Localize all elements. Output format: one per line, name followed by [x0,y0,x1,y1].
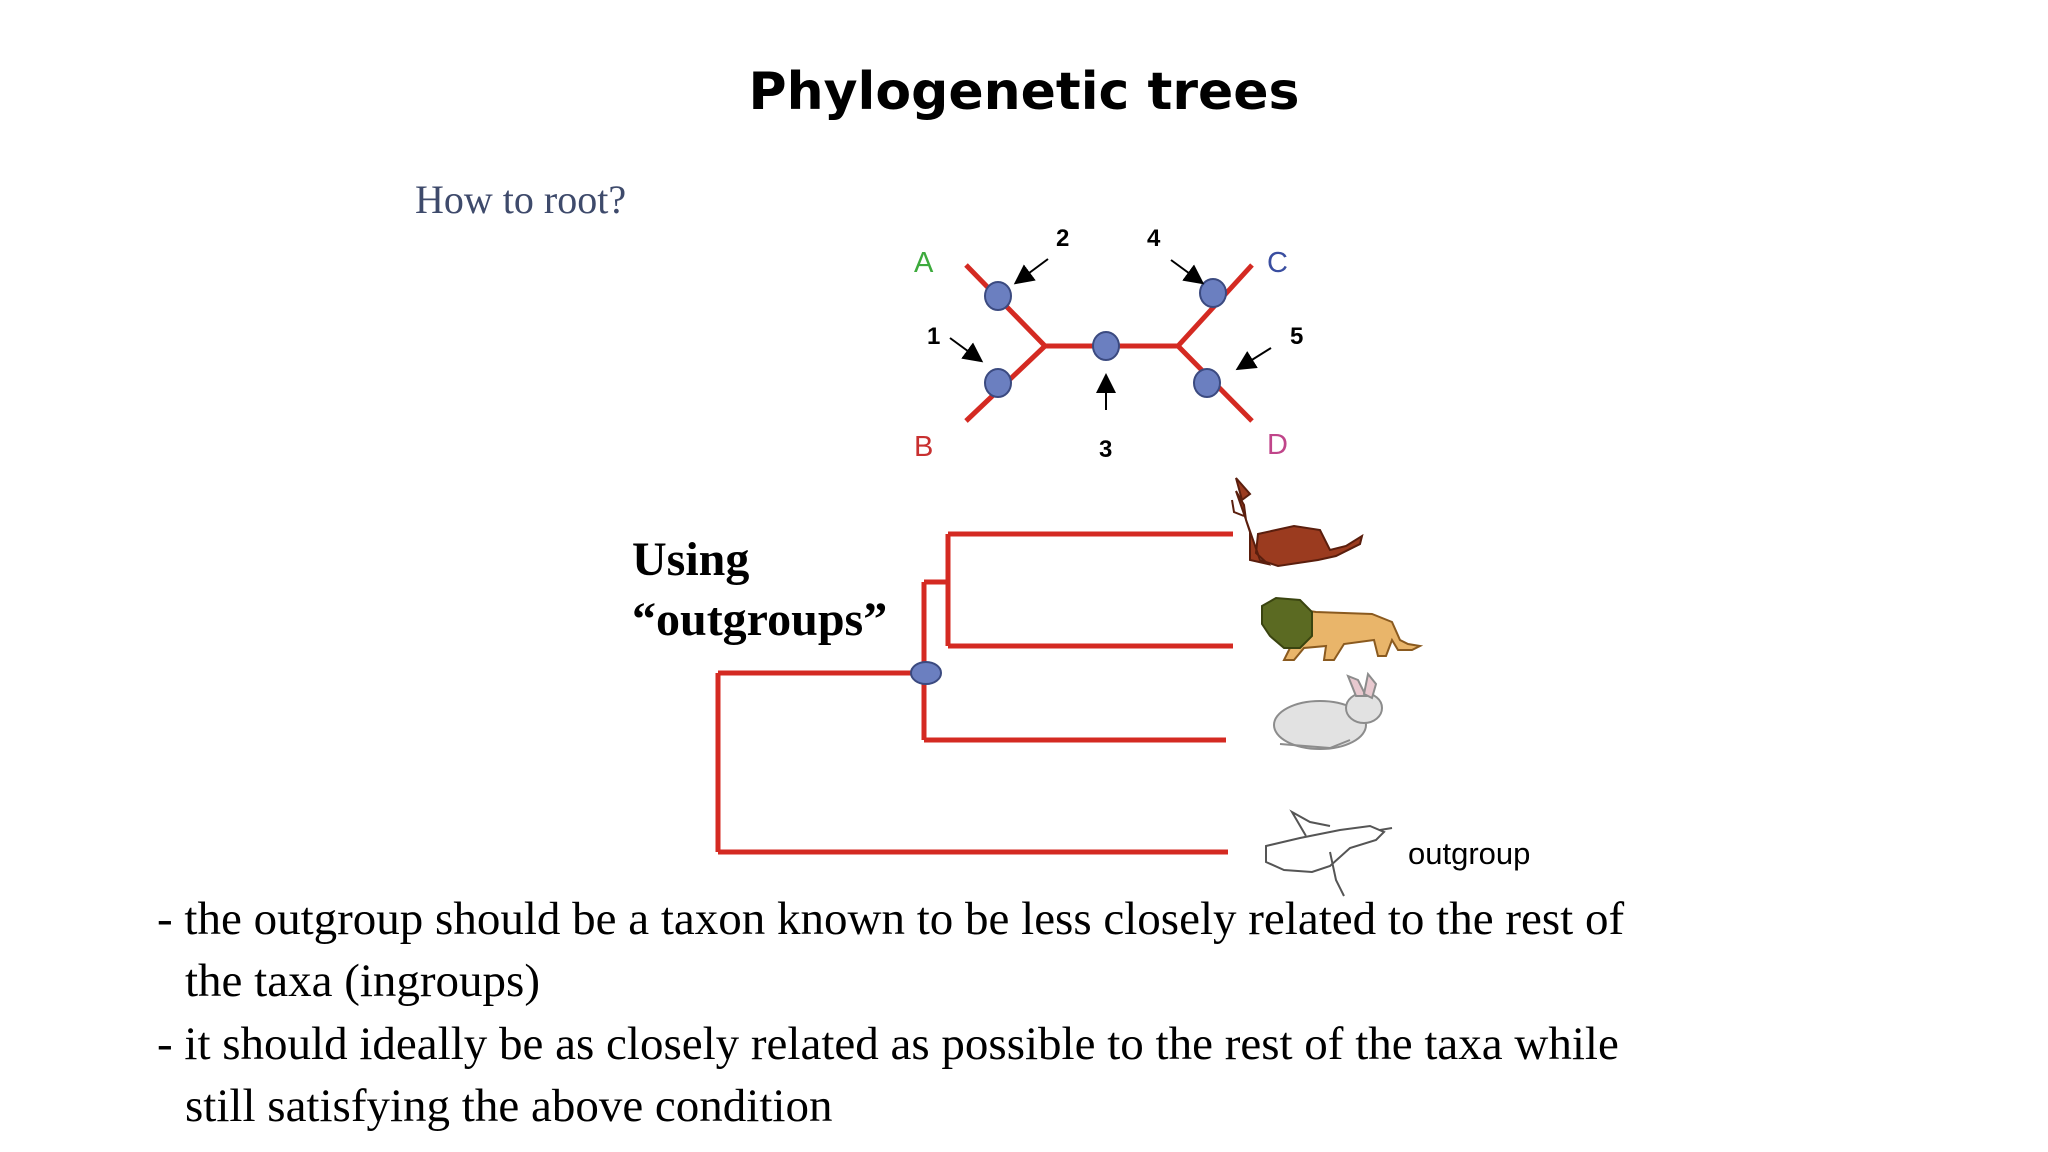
bullet-2: - it should ideally be as closely relate… [157,1013,1619,1137]
rooted-node [910,661,942,685]
bullet-2-line-2: still satisfying the above condition [185,1080,833,1132]
arrow-5 [1235,347,1272,371]
subtitle: How to root? [415,177,627,222]
position-label-2: 2 [1056,225,1070,252]
bullet-2-line-1: - it should ideally be as closely relate… [157,1018,1619,1070]
arrow-1 [949,337,984,363]
bullet-1: - the outgroup should be a taxon known t… [157,888,1624,1012]
outgroup-label: outgroup [1408,836,1531,871]
leaf-label-b: B [914,431,934,463]
root-position-2-node [984,281,1012,311]
using-line-2: “outgroups” [632,593,888,646]
bird-icon [1265,809,1393,897]
donkey-icon [1231,477,1364,568]
root-position-5-node [1193,368,1221,398]
page-title: Phylogenetic trees [748,62,1300,122]
bullet-1-line-2: the taxa (ingroups) [185,955,541,1007]
root-position-4-node [1199,278,1227,308]
using-line-1: Using [632,533,750,586]
rabbit-icon [1273,671,1383,750]
leaf-label-a: A [914,247,934,279]
root-position-1-node [984,368,1012,398]
position-label-4: 4 [1147,225,1161,252]
bullet-1-line-1: - the outgroup should be a taxon known t… [157,893,1625,945]
arrow-2 [1013,258,1049,285]
arrow-4 [1170,259,1205,285]
position-label-1: 1 [927,323,941,350]
position-label-3: 3 [1099,436,1113,463]
leaf-label-c: C [1267,247,1288,279]
root-position-3-node [1092,331,1120,361]
lion-icon [1261,596,1424,661]
rooted-branches [715,531,1233,855]
using-outgroups-label: Using “outgroups” [632,530,887,650]
position-label-5: 5 [1290,323,1304,350]
leaf-label-d: D [1267,429,1288,461]
